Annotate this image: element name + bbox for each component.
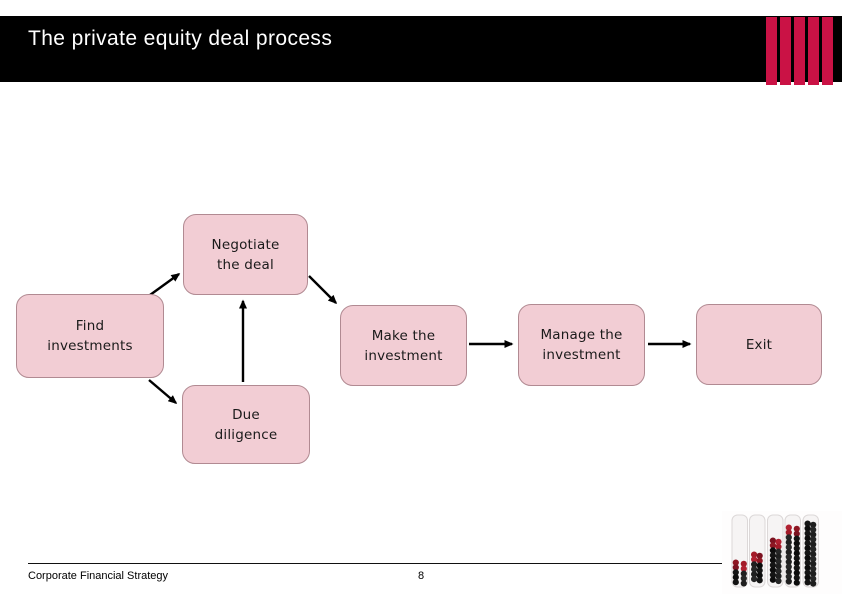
node-exit: Exit [696, 304, 822, 385]
arrow-find-to-due [148, 379, 178, 404]
page-title: The private equity deal process [28, 27, 333, 50]
logo-bar [822, 17, 833, 85]
node-negotiate-the-deal: Negotiate the deal [183, 214, 308, 295]
five-bar-logo-icon [766, 17, 833, 85]
logo-bar [766, 17, 777, 85]
logo-bar [794, 17, 805, 85]
footer-text: Corporate Financial Strategy [28, 570, 169, 582]
arrow-find-to-negotiate [149, 273, 181, 296]
logo-bar [780, 17, 791, 85]
berry-test-tubes-image [722, 511, 842, 594]
node-manage-the-investment: Manage the investment [518, 304, 645, 386]
node-find-investments: Find investments [16, 294, 164, 378]
arrow-negotiate-to-make [308, 275, 338, 305]
header-bar: The private equity deal process [0, 16, 842, 82]
node-make-the-investment: Make the investment [340, 305, 467, 386]
page-number: 8 [417, 570, 425, 582]
footer-divider [28, 563, 733, 564]
node-due-diligence: Due diligence [182, 385, 310, 464]
logo-bar [808, 17, 819, 85]
